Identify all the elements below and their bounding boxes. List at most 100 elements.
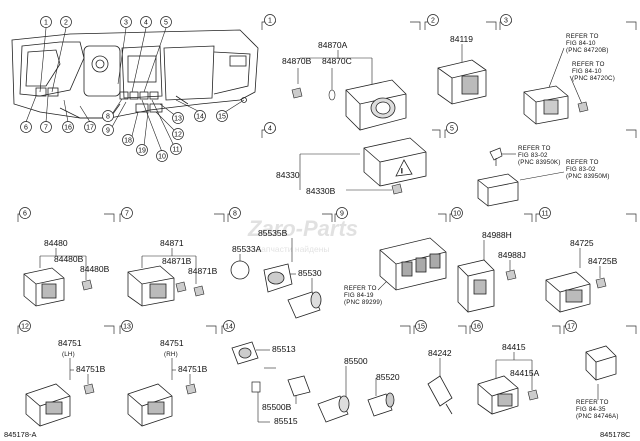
section-num-9: 9 [336,207,348,219]
svg-text:REFER TO: REFER TO [518,145,551,152]
svg-text:4: 4 [144,20,148,27]
part-85515: 85515 [274,416,298,426]
section-8: 85535B 85533A 85530 [230,228,322,319]
svg-text:(PNC 84720B): (PNC 84720B) [566,47,609,54]
part-84330: 84330 [276,170,300,180]
switch-panel-89299-drawing [379,237,447,291]
section-frames [17,21,637,334]
section-num-5: 5 [446,122,458,134]
svg-text:7: 7 [44,125,48,132]
section-17: REFER TO FIG 84-35 (PNC 84746A) [576,345,619,420]
svg-text:FIG 83-02: FIG 83-02 [566,166,596,173]
section-12: 84751 (LH) 84751B [25,338,106,427]
lighter-85530 [287,291,322,319]
section-7: 84871 84871B 84871B [127,238,218,307]
svg-text:REFER TO: REFER TO [344,285,377,292]
socket-85535B [263,263,293,293]
section-num-6: 6 [19,207,31,219]
svg-text:1: 1 [44,20,48,27]
section-1: 84870A 84870B 84870C [282,40,407,131]
section-num-11: 11 [539,207,551,219]
callout-18: 18 [122,134,134,146]
svg-text:11: 11 [172,147,179,154]
lh-note: (LH) [62,351,75,358]
svg-text:(PNC 83950K): (PNC 83950K) [518,159,561,166]
callout-10: 10 [156,150,168,162]
switch-84119-drawing [437,59,487,105]
svg-text:13: 13 [123,324,131,331]
svg-text:17: 17 [86,125,94,132]
svg-text:REFER TO: REFER TO [572,61,605,68]
svg-text:14: 14 [196,114,204,121]
callout-11: 11 [170,143,182,155]
svg-text:4: 4 [268,126,272,133]
section-num-4: 4 [264,122,276,134]
cap-85533A [230,260,250,280]
callout-12: 12 [172,128,184,140]
svg-text:16: 16 [64,125,72,132]
section-14: 85513 85515 85500B 85500 85520 [231,341,400,426]
svg-text:REFER TO: REFER TO [576,399,609,406]
section-4: 84330 84330B ! [276,137,427,196]
switch-83950M-drawing [477,173,519,207]
part-85535B: 85535B [258,228,288,238]
part-84480: 84480 [44,238,68,248]
svg-text:10: 10 [453,211,461,218]
svg-text:(PNC 84746A): (PNC 84746A) [576,413,619,420]
svg-text:REFER TO: REFER TO [566,33,599,40]
hazard-switch-drawing: ! [363,137,427,187]
switch-84480-drawing [23,267,65,307]
part-85500: 85500 [344,356,368,366]
part-84415A: 84415A [510,368,540,378]
callout-1: 1 [40,16,52,28]
callout-19: 19 [136,144,148,156]
svg-text:13: 13 [174,116,182,123]
section-num-16: 16 [471,320,483,332]
part-84725B: 84725B [588,256,618,266]
part-85520: 85520 [376,372,400,382]
part-84988H: 84988H [482,230,512,240]
socket-85513-drawing [231,341,259,365]
callout-9: 9 [102,124,114,136]
watermark: Zaro-Parts Запчасти найдены [247,216,358,254]
svg-text:1: 1 [268,18,272,25]
svg-text:8: 8 [233,211,237,218]
dashboard-overview [11,29,259,119]
section-num-10: 10 [451,207,463,219]
part-84330B: 84330B [306,186,336,196]
part-84751B-rh: 84751B [178,364,208,374]
part-84725: 84725 [570,238,594,248]
callout-6: 6 [20,121,32,133]
section-num-17: 17 [565,320,577,332]
switch-84242-drawing [427,375,453,415]
lighter-85500 [317,395,350,423]
callout-17: 17 [84,121,96,133]
section-num-8: 8 [229,207,241,219]
part-84119: 84119 [450,34,473,44]
svg-text:19: 19 [138,148,146,155]
svg-text:3: 3 [124,20,128,27]
part-84480B-a: 84480B [54,254,84,264]
callout-4: 4 [140,16,152,28]
svg-text:7: 7 [125,211,129,218]
section-5: REFER TO FIG 83-02 (PNC 83950K) REFER TO… [477,145,609,207]
callout-3: 3 [120,16,132,28]
section-num-13: 13 [121,320,133,332]
section-9: REFER TO FIG 84-19 (PNC 89299) [344,237,447,306]
section-num-12: 12 [19,320,31,332]
bulb-85515 [251,381,261,393]
callout-14: 14 [194,110,206,122]
section-10: 84988H 84988J [457,230,526,313]
section-num-2: 2 [427,14,439,26]
section-15: 84242 [427,348,453,415]
part-84751B-lh: 84751B [76,364,106,374]
part-84871: 84871 [160,238,184,248]
switch-84751-rh-drawing [127,383,173,427]
callout-16: 16 [62,121,74,133]
part-84870A: 84870A [318,40,348,50]
switch-84871-drawing [127,265,175,307]
svg-text:(PNC 89299): (PNC 89299) [344,299,382,306]
part-85530: 85530 [298,268,322,278]
section-num-7: 7 [121,207,133,219]
